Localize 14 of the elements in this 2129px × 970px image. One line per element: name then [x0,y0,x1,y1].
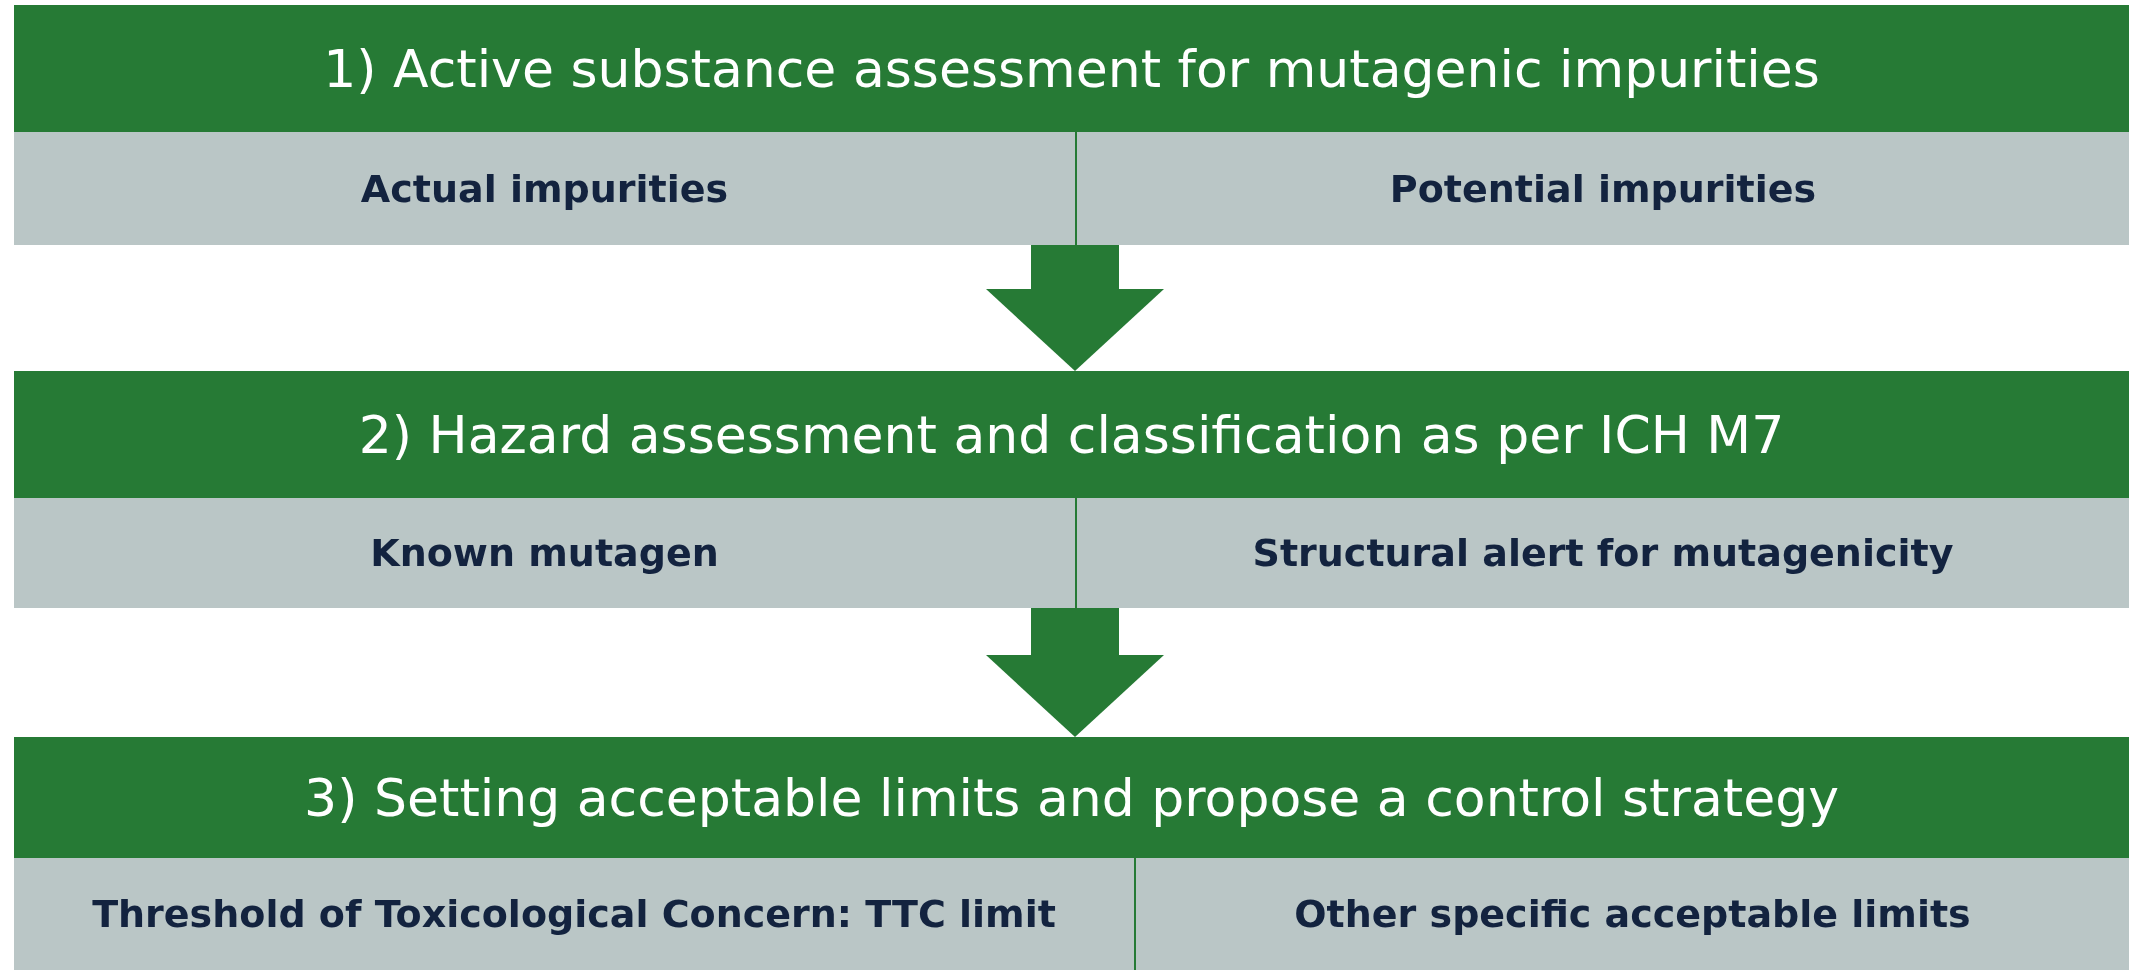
block-arrow [986,608,1164,737]
stage-title: 1) Active substance assessment for mutagenic impurities [322,37,1821,101]
category-cell: Other specific acceptable limits [1136,858,2129,970]
category-cell: Known mutagen [14,498,1075,608]
category-cell: Threshold of Toxicological Concern: TTC limit [14,858,1134,970]
stage-title: 2) Hazard assessment and classification as per ICH M7 [357,403,1786,467]
category-cell: Potential impurities [1077,132,2129,245]
category-cell: Actual impurities [14,132,1075,245]
stage-panel [14,371,2129,608]
category-cell: Structural alert for mutagenicity [1077,498,2129,608]
stage-panel [14,737,2129,970]
block-arrow [986,245,1164,371]
stage-title: 3) Setting acceptable limits and propose a control strategy [303,766,1840,830]
stage-panel [14,5,2129,245]
